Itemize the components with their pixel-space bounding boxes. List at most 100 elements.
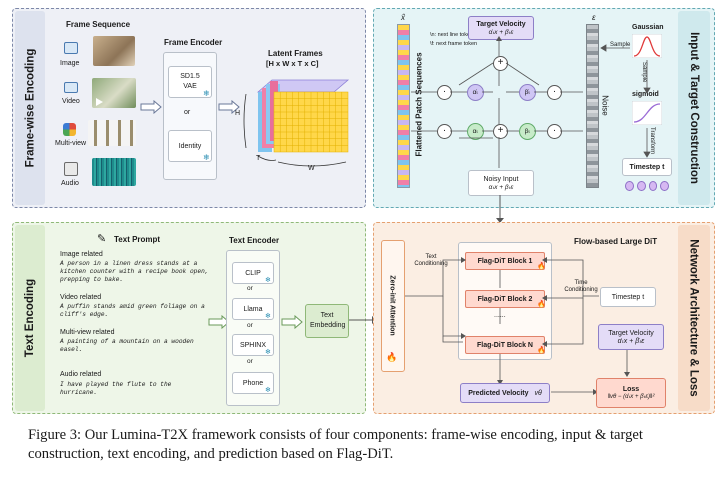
flow-based-dit-title: Flow-based Large DiT [574, 237, 658, 246]
llama-label: Llama [243, 305, 263, 313]
fire-icon: 🔥 [537, 301, 546, 308]
beta-label: βₜ [524, 128, 531, 135]
noisy-input-label: Noisy Input [483, 175, 519, 183]
snowflake-icon: ❄ [203, 89, 210, 98]
alpha-dot-label: α̇ₜ [472, 89, 479, 96]
network-title-text: Network Architecture & Loss [688, 239, 701, 397]
frame-wise-encoding-title-text: Frame-wise Encoding [24, 48, 37, 168]
input-target-title-text: Input & Target Construction [688, 32, 700, 184]
text-encoder-or-2: or [247, 322, 253, 329]
beta-dot-node: β̇ₜ [519, 84, 536, 101]
snowflake-icon: ❄ [203, 153, 210, 162]
input-target-title: Input & Target Construction [678, 11, 710, 205]
target-velocity-formula-network: α̇ₜx + β̇ₜε [617, 337, 645, 345]
network-title: Network Architecture & Loss [678, 225, 710, 411]
prompt-text-audio: I have played the flute to the hurricane… [60, 381, 172, 396]
prompt-heading-video: Video related [60, 294, 102, 301]
arrow-sequence-to-encoder [140, 100, 162, 114]
audio-icon [64, 162, 78, 176]
edit-icon: ✎ [97, 233, 107, 245]
timestep-samples [625, 181, 669, 191]
timestep-sample-icon [636, 181, 646, 191]
snowflake-icon: ❄ [265, 387, 271, 394]
frame-encoder-title: Frame Encoder [164, 38, 223, 47]
flag-dit-block-n: Flag-DiT Block N [465, 336, 545, 354]
sd15-vae-label: SD1.5 VAE [180, 73, 200, 90]
beta-dot-label: β̇ₜ [524, 89, 531, 96]
frame-encoder-or: or [184, 109, 191, 116]
multiply-operator-1: · [437, 85, 452, 100]
fire-icon: 🔥 [537, 347, 546, 354]
text-encoder-or-3: or [247, 358, 253, 365]
legend-next-line: \n: next line token [430, 32, 474, 38]
target-velocity-label-network: Target Velocity [608, 329, 654, 337]
gaussian-arrows [600, 44, 651, 158]
beta-node: βₜ [519, 123, 536, 140]
flag-dit-block-1: Flag-DiT Block 1 [465, 252, 545, 270]
patch-token-column [397, 24, 410, 188]
latent-frames-title: Latent Frames [268, 49, 323, 58]
llama-option: Llama [232, 298, 274, 320]
plus-operator-top: + [493, 56, 508, 71]
phone-option: Phone [232, 372, 274, 394]
arrow-prompt-to-encoder [208, 315, 230, 329]
identity-label: Identity [178, 142, 202, 150]
plus-operator-bottom: + [493, 124, 508, 139]
prompt-text-image: A person in a linen dress stands at a ki… [60, 260, 209, 283]
predicted-velocity-label: Predicted Velocity [468, 389, 529, 397]
multi-view-icon [63, 123, 76, 136]
loss-box: Loss ‖vθ − (α̇ₜx + β̇ₜε)‖² [596, 378, 666, 408]
target-velocity-label: Target Velocity [476, 20, 526, 28]
frame-wise-encoding-title: Frame-wise Encoding [15, 11, 45, 205]
network-wiring [405, 257, 630, 395]
noisy-input-formula: αₜx + βₜε [488, 183, 514, 191]
flag-dit-block-n-label: Flag-DiT Block N [476, 341, 533, 349]
gaussian-label: Gaussian [632, 24, 664, 31]
alpha-label: αₜ [472, 128, 479, 135]
arrow-noisy-to-network [496, 195, 504, 223]
snowflake-icon: ❄ [265, 313, 271, 320]
timestep-box-top: Timestep t [622, 158, 672, 176]
timestep-sample-icon [625, 181, 634, 191]
alpha-dot-node: α̇ₜ [467, 84, 484, 101]
alpha-node: αₜ [467, 123, 484, 140]
prompt-heading-multi-view: Multi-view related [60, 329, 115, 336]
time-conditioning-label: Time Conditioning [562, 280, 600, 294]
sigmoid-curve [632, 101, 662, 125]
figure-caption: Figure 3: Our Lumina-T2X framework consi… [28, 427, 643, 462]
frame-item-video: Video [62, 98, 80, 105]
text-embedding-box: Text Embedding [305, 304, 349, 338]
target-velocity-box-network: Target Velocity α̇ₜx + β̇ₜε [598, 324, 664, 350]
latent-axis-w: W [308, 165, 315, 172]
clip-label: CLIP [245, 269, 261, 277]
image-thumbnail [93, 36, 135, 66]
multiply-operator-3: · [547, 85, 562, 100]
zero-init-attention-box [381, 240, 405, 372]
text-encoder-title: Text Encoder [229, 236, 280, 245]
epsilon-label: ε [592, 13, 596, 22]
timestep-sample-icon [648, 181, 658, 191]
gaussian-curve [632, 34, 662, 58]
text-encoder-or-1: or [247, 285, 253, 292]
input-construction-wiring [411, 36, 583, 175]
video-icon [64, 82, 78, 93]
legend-next-frame: \f: next frame token [430, 41, 478, 47]
sphinx-label: SPHINX [239, 341, 267, 349]
prompt-heading-audio: Audio related [60, 371, 102, 378]
latent-axis-h: H [235, 110, 241, 117]
noisy-input-box: Noisy Input αₜx + βₜε [468, 170, 534, 196]
arrow-encoder-to-embedding [281, 315, 303, 329]
multiply-operator-2: · [437, 124, 452, 139]
sample-label-left: Sample [610, 42, 631, 48]
prompt-text-video: A puffin stands amid green foliage on a … [60, 303, 205, 318]
frame-item-audio: Audio [61, 180, 79, 187]
phone-label: Phone [242, 379, 264, 387]
image-icon [64, 42, 78, 54]
sd15-vae-option: SD1.5 VAE [168, 66, 212, 98]
frame-item-multi-view: Multi-view [55, 140, 87, 147]
play-icon [96, 98, 103, 106]
x-hat-label: x̂ [401, 13, 405, 22]
audio-spectrogram-thumbnail [92, 158, 136, 186]
multi-view-thumbnail [88, 120, 136, 146]
snowflake-icon: ❄ [265, 277, 271, 284]
